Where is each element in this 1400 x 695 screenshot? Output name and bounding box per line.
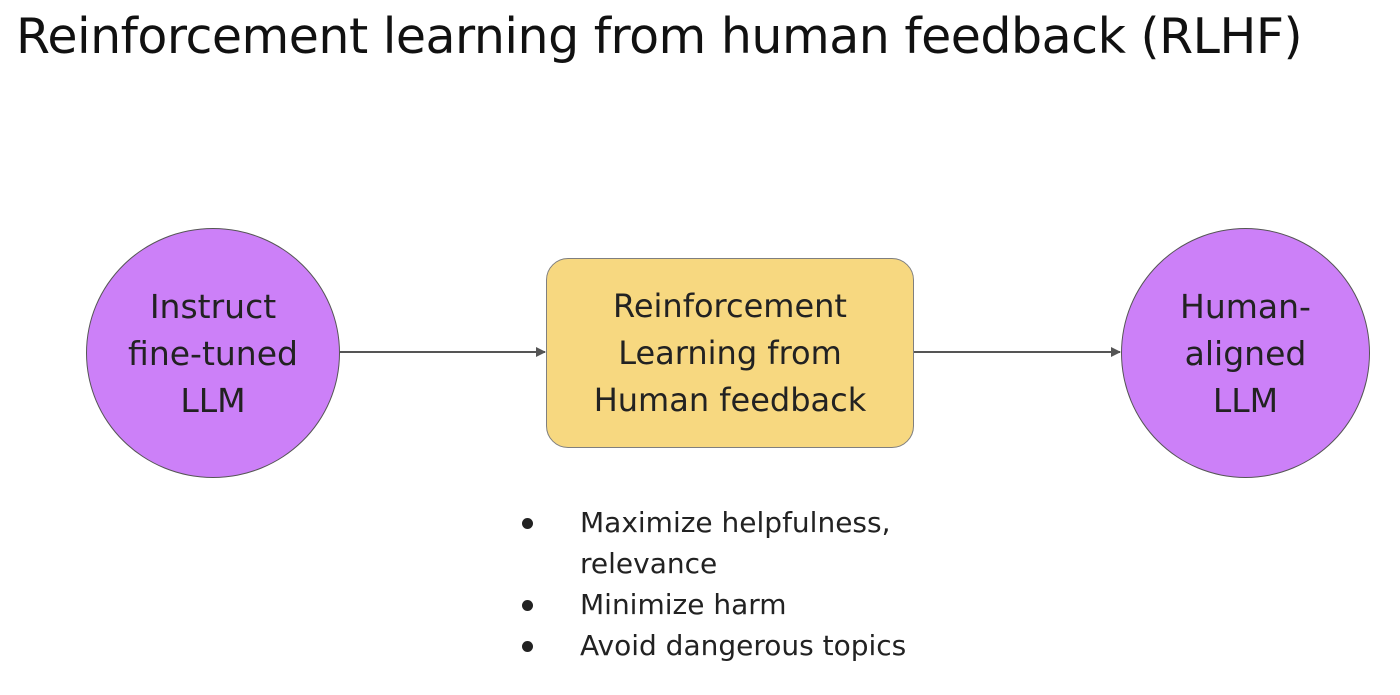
node-human-aligned-llm: Human- aligned LLM (1121, 228, 1370, 478)
node-rlhf-process: Reinforcement Learning from Human feedba… (546, 258, 914, 448)
node-instruct-finetuned-llm-label: Instruct fine-tuned LLM (128, 286, 298, 420)
goal-item: Maximize helpfulness, relevance (520, 502, 960, 584)
node-human-aligned-llm-label: Human- aligned LLM (1180, 286, 1311, 420)
goal-item: Minimize harm (520, 584, 960, 625)
goal-text: Maximize helpfulness, relevance (580, 506, 891, 580)
goal-text: Avoid dangerous topics (580, 629, 907, 662)
bullet-icon (522, 518, 533, 529)
bullet-icon (522, 600, 533, 611)
node-rlhf-process-label: Reinforcement Learning from Human feedba… (593, 286, 867, 419)
slide-title: Reinforcement learning from human feedba… (16, 8, 1303, 65)
bullet-icon (522, 641, 533, 652)
rlhf-goals-list: Maximize helpfulness, relevance Minimize… (520, 502, 960, 666)
node-instruct-finetuned-llm: Instruct fine-tuned LLM (86, 228, 340, 478)
goal-item: Avoid dangerous topics (520, 625, 960, 666)
goal-text: Minimize harm (580, 588, 787, 621)
